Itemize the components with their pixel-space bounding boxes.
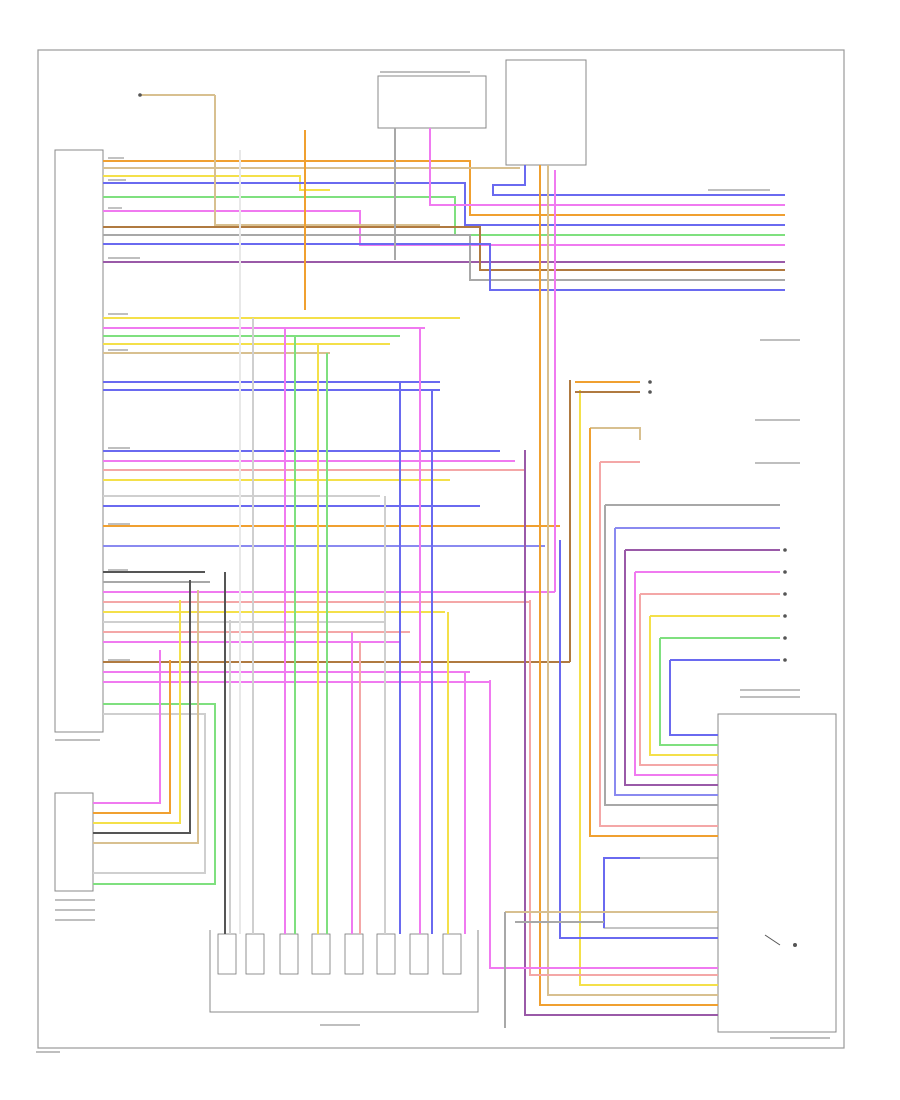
shift-lock-module-box [603, 857, 719, 929]
bundle-magenta-b [489, 680, 718, 969]
transmission-control-module-box [54, 149, 104, 733]
wire-tan-2 [214, 95, 440, 226]
rs-v-pink [639, 594, 718, 766]
sensor-orange [93, 660, 171, 814]
transmission-range-sensor-box [717, 713, 837, 1033]
sensor-yellow [93, 600, 181, 824]
top-right-relay-box [505, 59, 587, 166]
sensor-wires [93, 580, 199, 844]
solenoid-8 [442, 933, 462, 975]
rs-v-gray [604, 505, 718, 806]
rs-blue-loop [603, 857, 640, 928]
right-vertical-bundle [489, 165, 718, 1016]
pin-dot [783, 658, 787, 662]
solenoid-7 [409, 933, 429, 975]
wire-top-magenta [429, 128, 785, 206]
sensor-tan [93, 590, 199, 844]
rs-red-bottom [599, 462, 718, 827]
solenoids [217, 933, 462, 975]
rs-orange-bottom [589, 428, 718, 837]
wire-green-1 [103, 196, 785, 236]
wire-gray-5 [93, 713, 206, 874]
label-placeholders [36, 71, 830, 1053]
pin-dot [783, 548, 787, 552]
top-center-module-box [377, 75, 487, 129]
solenoid-4 [311, 933, 331, 975]
solenoid-vertical-wires [224, 150, 466, 934]
wire-brown-1 [103, 226, 785, 271]
pin-dot [783, 592, 787, 596]
pin-dot [648, 390, 652, 394]
solenoid-2 [245, 933, 265, 975]
sensor-magenta [93, 650, 161, 804]
rs-v-purple [624, 550, 718, 786]
wire-blue-2 [103, 243, 785, 291]
bundle-tan [547, 165, 718, 996]
rs-v-green [659, 638, 718, 746]
diagram-frame [37, 49, 845, 1049]
wire-orange-1 [103, 160, 785, 216]
wire-green-3 [93, 703, 216, 885]
connector-pins-right [138, 93, 787, 662]
rs-v-blue-b [669, 660, 718, 736]
switch-arm [764, 934, 781, 946]
bundle-red [529, 600, 718, 976]
bundle-orange [539, 165, 718, 1006]
solenoid-6 [376, 933, 396, 975]
solenoid-pack-outline [209, 930, 479, 1013]
switch-contact [793, 943, 797, 947]
solenoid-3 [279, 933, 299, 975]
range-sensor-wires [504, 381, 780, 1028]
pin-dot [783, 614, 787, 618]
bundle-blue [559, 540, 718, 939]
rs-v-blue [614, 528, 718, 796]
pin-dot [783, 636, 787, 640]
sensor-darkgray [93, 580, 191, 834]
bundle-yellow-r [579, 390, 718, 986]
pin-dot [648, 380, 652, 384]
solenoid-5 [344, 933, 364, 975]
pin-dot [783, 570, 787, 574]
range-switch-symbol [764, 934, 797, 947]
bundle-purple [524, 450, 718, 1016]
rs-v-yellow [649, 616, 718, 756]
tcm-horizontal-wires [93, 95, 785, 885]
top-power-wires [140, 94, 785, 310]
wire-top-blue [492, 165, 785, 196]
rs-v-magenta [634, 572, 718, 776]
solenoid-1 [217, 933, 237, 975]
wire-gray-1 [103, 234, 785, 281]
speed-sensor-box [54, 792, 94, 892]
pin-dot [138, 93, 142, 97]
rs-tan [590, 427, 641, 440]
